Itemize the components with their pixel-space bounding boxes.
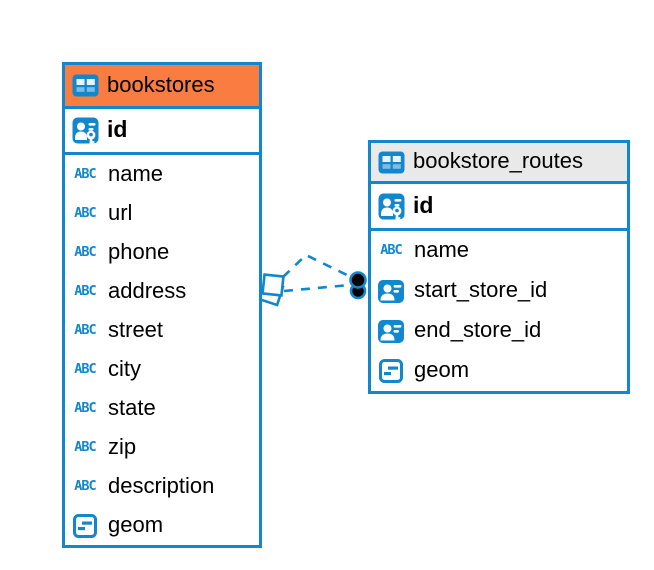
text-abc-icon: ABC [74, 321, 96, 338]
text-abc-icon: ABC [74, 165, 96, 182]
column-row-description[interactable]: ABC description [65, 467, 259, 506]
column-row-end-store-id[interactable]: end_store_id [371, 311, 627, 351]
column-row-name[interactable]: ABC name [65, 155, 259, 194]
text-abc-icon: ABC [74, 282, 96, 299]
person-card-icon [377, 279, 405, 303]
table-grid-icon [71, 74, 99, 97]
column-row-id[interactable]: id [371, 184, 627, 231]
text-abc-icon: ABC [74, 438, 96, 455]
table-bookstores-header[interactable]: bookstores [65, 65, 259, 109]
relation-line-upper[interactable] [282, 253, 352, 279]
person-card-icon [377, 319, 405, 343]
column-name: zip [108, 433, 137, 459]
column-row-address[interactable]: ABC address [65, 272, 259, 311]
column-name: url [108, 199, 133, 225]
column-name: start_store_id [414, 277, 548, 302]
table-bookstores[interactable]: bookstores id ABC [62, 62, 262, 548]
column-name: end_store_id [414, 317, 542, 342]
table-grid-icon [377, 151, 405, 174]
column-name: name [108, 160, 164, 186]
primary-key-name: id [413, 191, 434, 218]
column-row-geom[interactable]: geom [371, 351, 627, 391]
column-row-geom[interactable]: geom [65, 506, 259, 545]
column-row-id[interactable]: id [65, 109, 259, 155]
column-row-street[interactable]: ABC street [65, 311, 259, 350]
column-name: address [108, 277, 187, 303]
column-row-phone[interactable]: ABC phone [65, 233, 259, 272]
table-title: bookstore_routes [413, 148, 583, 173]
text-abc-icon: ABC [74, 204, 96, 221]
text-abc-icon: ABC [74, 477, 96, 494]
column-row-start-store-id[interactable]: start_store_id [371, 271, 627, 311]
column-name: city [108, 355, 141, 381]
text-abc-icon: ABC [74, 399, 96, 416]
relation-source-marker[interactable] [257, 273, 285, 307]
column-name: geom [108, 511, 164, 537]
text-abc-icon: ABC [74, 360, 96, 377]
person-key-icon [71, 117, 99, 147]
column-name: name [414, 237, 470, 262]
column-row-state[interactable]: ABC state [65, 389, 259, 428]
column-row-zip[interactable]: ABC zip [65, 428, 259, 467]
person-key-icon [377, 193, 405, 222]
column-name: geom [414, 357, 470, 382]
geometry-box-icon [71, 513, 99, 538]
column-row-city[interactable]: ABC city [65, 350, 259, 389]
column-row-url[interactable]: ABC url [65, 194, 259, 233]
column-name: phone [108, 238, 170, 264]
column-row-name[interactable]: ABC name [371, 231, 627, 271]
text-abc-icon: ABC [380, 242, 402, 259]
relation-target-marker[interactable] [349, 271, 367, 300]
column-name: street [108, 316, 164, 342]
column-name: state [108, 394, 156, 420]
column-name: description [108, 472, 215, 498]
table-bookstore-routes-header[interactable]: bookstore_routes [371, 143, 627, 184]
relation-line-lower[interactable] [283, 283, 351, 293]
text-abc-icon: ABC [74, 243, 96, 260]
table-title: bookstores [107, 71, 215, 97]
table-bookstore-routes[interactable]: bookstore_routes id ABC [368, 140, 630, 394]
geometry-box-icon [377, 359, 405, 383]
primary-key-name: id [107, 116, 128, 142]
